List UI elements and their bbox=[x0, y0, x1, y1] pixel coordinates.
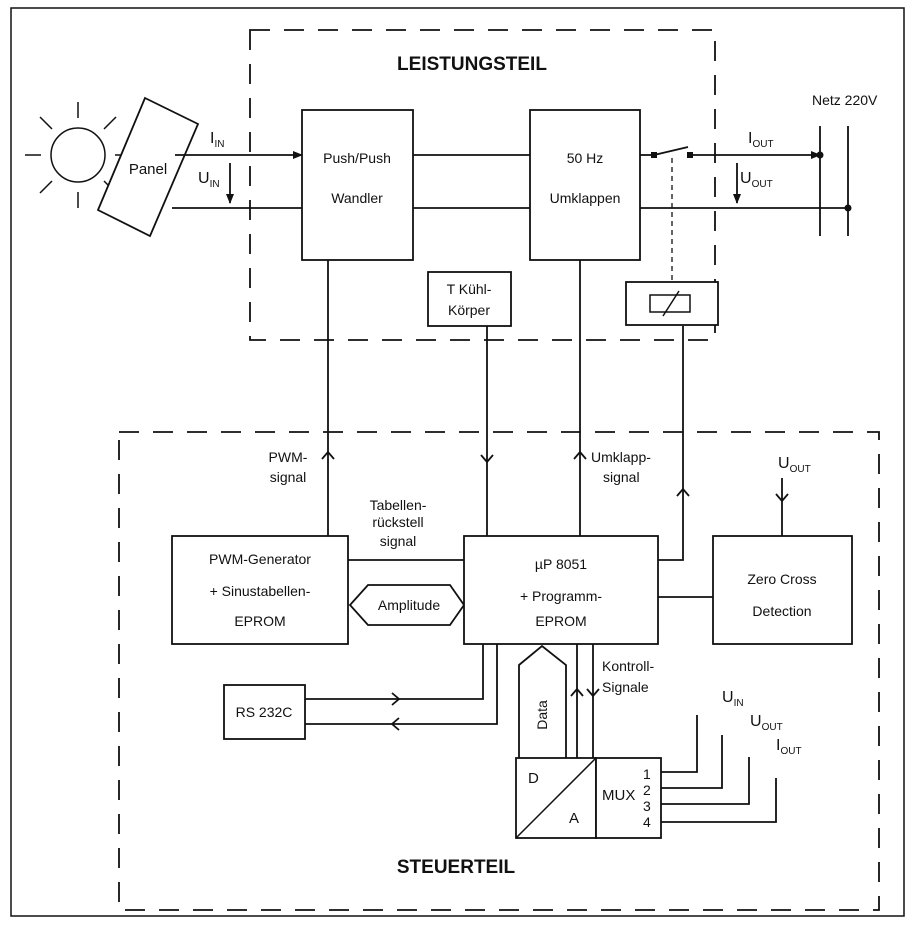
microprocessor-label-3: EPROM bbox=[535, 613, 586, 629]
umklappen-label-1: 50 Hz bbox=[567, 150, 604, 166]
control-section-title: STEUERTEIL bbox=[397, 857, 516, 878]
label-i-out: IOUT bbox=[748, 130, 774, 150]
control-down-chevron bbox=[586, 688, 600, 698]
pwm-signal-label-2: signal bbox=[270, 469, 307, 485]
data-label: Data bbox=[534, 700, 550, 730]
mux-input-1-line bbox=[661, 715, 698, 773]
mux-port-1: 1 bbox=[643, 766, 651, 782]
switch-terminal-left bbox=[651, 152, 657, 158]
sun-icon bbox=[25, 102, 131, 208]
temp-down-chevron bbox=[480, 454, 494, 464]
tab-signal-label-1: Tabellen- bbox=[370, 497, 427, 513]
outer-frame bbox=[10, 7, 905, 917]
umklappen-label-2: Umklappen bbox=[550, 190, 621, 206]
label-u-in: UIN bbox=[198, 170, 220, 190]
umklapp-signal-label-1: Umklapp- bbox=[591, 449, 651, 465]
label-u-out-control: UOUT bbox=[778, 455, 811, 475]
pwm-generator-label-3: EPROM bbox=[234, 613, 285, 629]
rs232-rx-chevron bbox=[390, 717, 400, 731]
amplitude-label: Amplitude bbox=[378, 597, 440, 613]
tab-signal-label-2: rückstell bbox=[372, 514, 423, 530]
microprocessor-label-2: + Programm- bbox=[520, 588, 602, 604]
mux-port-3: 3 bbox=[643, 798, 651, 814]
relay-coil-icon bbox=[649, 290, 691, 317]
push-push-label-1: Push/Push bbox=[323, 150, 391, 166]
grid-label: Netz 220V bbox=[812, 92, 878, 108]
heatsink-label-2: Körper bbox=[448, 302, 490, 318]
grid-node-2 bbox=[844, 204, 852, 212]
relay-up-chevron bbox=[676, 487, 690, 497]
pwm-generator-label-2: + Sinustabellen- bbox=[210, 583, 311, 599]
label-u-in-mux: UIN bbox=[722, 689, 744, 709]
tab-signal-label-3: signal bbox=[380, 533, 417, 549]
pwm-generator-label-1: PWM-Generator bbox=[209, 551, 311, 567]
relay-signal-line bbox=[658, 326, 684, 561]
u-out-down-chevron bbox=[775, 493, 789, 503]
power-section-border bbox=[249, 29, 716, 341]
mux-label: MUX bbox=[602, 787, 635, 804]
mux-input-2-line bbox=[661, 735, 723, 789]
adc-a-label: A bbox=[569, 810, 579, 827]
push-push-label-2: Wandler bbox=[331, 190, 383, 206]
label-u-out-mux: UOUT bbox=[750, 713, 783, 733]
mux-port-2: 2 bbox=[643, 782, 651, 798]
switch-terminal-right bbox=[687, 152, 693, 158]
control-up-chevron bbox=[570, 687, 584, 697]
push-push-converter-box bbox=[301, 109, 414, 261]
umklapp-signal-label-2: signal bbox=[603, 469, 640, 485]
control-signal-label-2: Signale bbox=[602, 679, 649, 695]
mux-box bbox=[595, 757, 662, 839]
label-i-in: IIN bbox=[210, 130, 224, 150]
heatsink-label-1: T Kühl- bbox=[447, 281, 492, 297]
grid-node-1 bbox=[816, 151, 824, 159]
umklappen-box bbox=[529, 109, 641, 261]
rs232-label: RS 232C bbox=[236, 704, 293, 720]
control-section-border bbox=[118, 431, 880, 911]
pwm-generator-box bbox=[171, 535, 349, 645]
umklapp-up-chevron bbox=[573, 450, 587, 460]
power-section-title: LEISTUNGSTEIL bbox=[397, 54, 547, 75]
zero-cross-label-1: Zero Cross bbox=[747, 571, 816, 587]
rs232-rx-line bbox=[305, 644, 498, 725]
mux-input-4-line bbox=[661, 778, 777, 823]
mux-port-4: 4 bbox=[643, 814, 651, 830]
microprocessor-box bbox=[463, 535, 659, 645]
panel-label: Panel bbox=[129, 161, 167, 178]
heatsink-temp-box bbox=[427, 271, 512, 327]
pwm-signal-label-1: PWM- bbox=[269, 449, 308, 465]
microprocessor-label-1: µP 8051 bbox=[535, 556, 587, 572]
rs232-tx-line bbox=[305, 644, 484, 700]
pwm-up-chevron bbox=[321, 450, 335, 460]
mux-input-3-line bbox=[661, 757, 750, 805]
label-i-out-mux: IOUT bbox=[776, 737, 802, 757]
adc-d-label: D bbox=[528, 770, 539, 787]
zero-cross-label-2: Detection bbox=[752, 603, 811, 619]
control-signal-label-1: Kontroll- bbox=[602, 658, 654, 674]
zero-cross-box bbox=[712, 535, 853, 645]
rs232-box bbox=[223, 684, 306, 740]
switch-contact bbox=[653, 146, 689, 156]
solar-panel bbox=[96, 96, 200, 238]
adc-diagonal bbox=[515, 757, 597, 839]
rs232-tx-chevron bbox=[391, 692, 401, 706]
label-u-out: UOUT bbox=[740, 170, 773, 190]
